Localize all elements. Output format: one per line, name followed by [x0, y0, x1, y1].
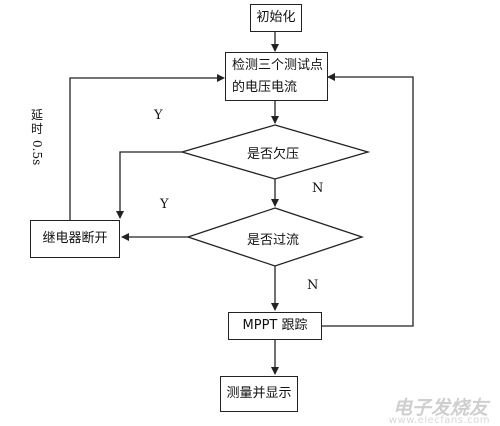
mppt-box: MPPT 跟踪: [228, 312, 322, 340]
undervoltage-label: 是否欠压: [247, 147, 300, 162]
mppt-label: MPPT 跟踪: [242, 318, 308, 333]
init-label: 初始化: [256, 10, 296, 25]
no-label-overcurrent: N: [307, 278, 319, 293]
init-box: 初始化: [250, 4, 302, 32]
watermark-url: www.elecfans.com: [388, 415, 490, 426]
arrow-undervoltage-yes-to-relay: [116, 151, 182, 219]
yes-label-overcurrent: Y: [160, 197, 169, 212]
delay-char-1: 延: [30, 108, 43, 122]
arrow-relay-delay-loop: [69, 74, 225, 222]
yes-label-undervoltage: Y: [154, 108, 163, 123]
watermark-logo-text: 电子发烧友: [392, 397, 488, 419]
arrow-mppt-loop-back: [322, 73, 414, 327]
display-label: 测量并显示: [226, 386, 292, 401]
delay-char-2: 时: [30, 122, 43, 136]
no-label-undervoltage: N: [312, 181, 324, 196]
display-box: 测量并显示: [220, 376, 298, 412]
overcurrent-label: 是否过流: [247, 233, 300, 248]
detect-box: 检测三个测试点 的电压电流: [225, 52, 328, 101]
relay-off-label: 继电器断开: [42, 231, 108, 246]
detect-label-line2: 的电压电流: [232, 80, 298, 95]
delay-value: 0.5s: [30, 140, 44, 166]
detect-label-line1: 检测三个测试点: [232, 58, 324, 73]
delay-annotation: 延 时 0.5s: [30, 108, 44, 166]
relay-off-box: 继电器断开: [30, 220, 120, 258]
